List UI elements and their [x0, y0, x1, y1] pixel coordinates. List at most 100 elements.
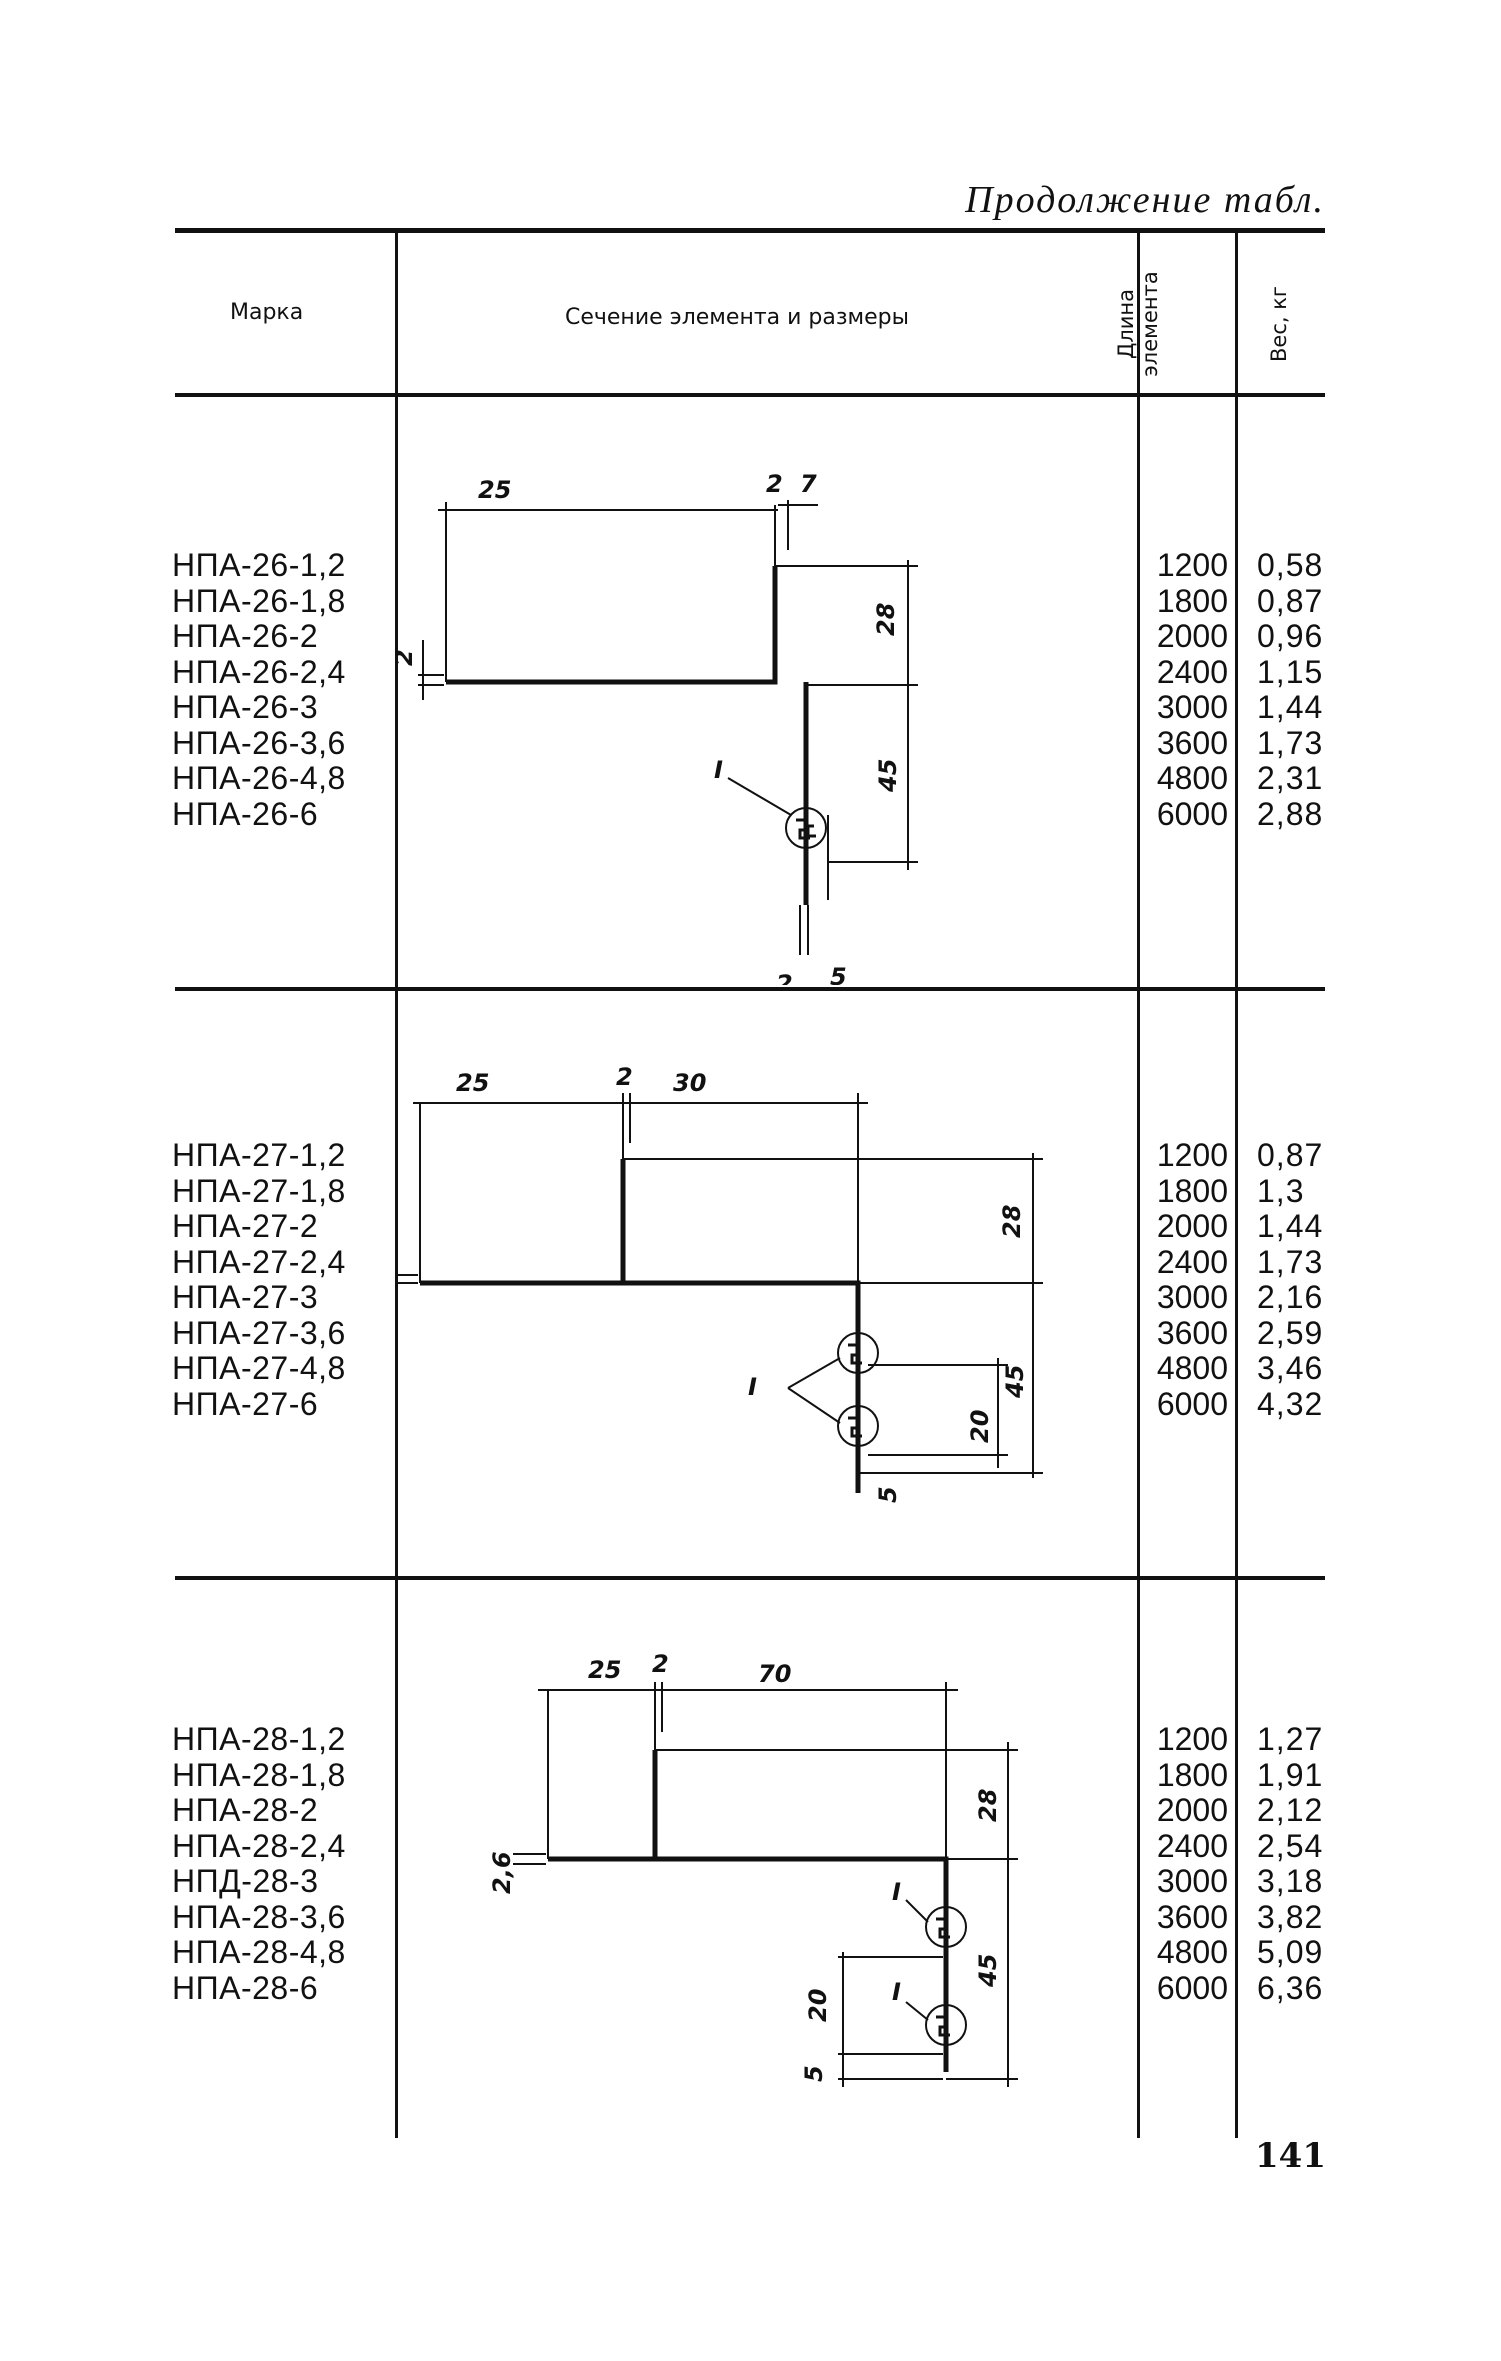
row2-dim-h2: 45 [1001, 1365, 1029, 1399]
row1-weight: 2,88 [1257, 795, 1324, 832]
row3-mark: НПА-28-1,8 [172, 1756, 346, 1793]
row1-weight: 1,44 [1257, 689, 1324, 725]
row3-detail-ref-2: I [892, 1978, 901, 2006]
row2-detail-circle-1 [837, 1332, 879, 1374]
row1-lengths: 1200 1800 2000 2400 3000 3600 4800 6000 [1140, 547, 1228, 832]
row3-mark: НПА-28-3,6 [172, 1898, 346, 1935]
row2-weight: 1,3 [1257, 1172, 1305, 1209]
row1-length: 1200 [1156, 547, 1228, 583]
row2-mark: НПА-27-2,4 [172, 1243, 346, 1280]
row2-mark: НПА-27-1,8 [172, 1172, 346, 1209]
row2-weight: 1,73 [1257, 1243, 1324, 1280]
row3-detail-circle-1 [925, 1906, 967, 1948]
row2-mark: НПА-27-4,8 [172, 1350, 346, 1386]
row1-weight: 2,31 [1257, 760, 1324, 796]
row1-mark: НПА-26-3,6 [172, 724, 346, 761]
row1-dim-a: 25 [478, 476, 511, 504]
row3-weight: 1,27 [1257, 1721, 1324, 1757]
row3-profile [652, 1750, 949, 2072]
row1-weight: 1,15 [1257, 653, 1324, 690]
row2-dim-mid: 20 [966, 1410, 994, 1443]
row1-weight: 0,58 [1257, 547, 1324, 583]
row3-weight: 1,91 [1257, 1756, 1324, 1793]
header-length-line1: Длина [1114, 288, 1138, 360]
column-divider-1 [395, 233, 398, 2138]
row2-marks: НПА-27-1,2 НПА-27-1,8 НПА-27-2 НПА-27-2,… [172, 1137, 346, 1422]
row2-dim-a: 25 [456, 1069, 489, 1097]
row3-weight: 3,18 [1257, 1863, 1324, 1899]
row3-dim-mid: 20 [804, 1989, 832, 2022]
row1-dim-lip: 5 [830, 963, 847, 985]
row2-mark: НПА-27-6 [172, 1385, 319, 1422]
row3-length: 3000 [1156, 1863, 1228, 1899]
row1-mark: НПА-26-2,4 [172, 653, 346, 690]
row1-mark: НПА-26-1,2 [172, 547, 346, 583]
row1-length: 2000 [1156, 618, 1228, 654]
row3-dim-b: 2 [652, 1650, 669, 1678]
row3-mark: НПА-28-2 [172, 1792, 319, 1828]
row3-detail-ref-1: I [892, 1878, 901, 1906]
row2-length: 3600 [1156, 1314, 1228, 1351]
row3-weight: 2,12 [1257, 1792, 1324, 1828]
table-top-rule [175, 228, 1325, 233]
row1-length: 4800 [1156, 760, 1228, 796]
row3-weight: 3,82 [1257, 1898, 1324, 1935]
row1-dim-t: 2 [398, 649, 418, 666]
row3-length: 6000 [1156, 1969, 1228, 2006]
row3-length: 3600 [1156, 1898, 1228, 1935]
row3-dim-h1: 28 [974, 1789, 1002, 1822]
row3-length: 4800 [1156, 1934, 1228, 1970]
row2-length: 6000 [1156, 1385, 1228, 1422]
row2-length: 1200 [1156, 1137, 1228, 1173]
row3-length: 2400 [1156, 1827, 1228, 1864]
row2-section-drawing: 25 2 30 28 2 45 20 5 I [398, 1063, 1043, 1503]
row-divider-2 [175, 1576, 1325, 1580]
row1-length: 2400 [1156, 653, 1228, 690]
row2-length: 2000 [1156, 1208, 1228, 1244]
row3-dim-lip: 5 [800, 2065, 828, 2082]
row3-weight: 6,36 [1257, 1969, 1324, 2006]
row3-weights: 1,27 1,91 2,12 2,54 3,18 3,82 5,09 6,36 [1257, 1721, 1324, 2006]
row2-weight: 0,87 [1257, 1137, 1324, 1173]
row3-mark: НПА-28-4,8 [172, 1934, 346, 1970]
row3-mark: НПА-28-2,4 [172, 1827, 346, 1864]
row1-dim-h1: 28 [872, 603, 900, 636]
row2-weight: 4,32 [1257, 1385, 1324, 1422]
row1-mark: НПА-26-3 [172, 689, 319, 725]
header-weight: Вес, кг [1267, 286, 1291, 362]
row3-section-drawing: 25 2 70 28 2,6 45 20 5 I I [488, 1650, 1018, 2087]
row1-length: 1800 [1156, 582, 1228, 619]
header-mark: Марка [230, 300, 304, 325]
row2-weights: 0,87 1,3 1,44 1,73 2,16 2,59 3,46 4,32 [1257, 1137, 1324, 1422]
row3-dim-a: 25 [588, 1656, 621, 1684]
row2-dim-lip: 5 [874, 1486, 902, 1503]
row3-mark: НПД-28-3 [172, 1863, 319, 1899]
row2-profile [620, 1159, 861, 1493]
row2-mark: НПА-27-2 [172, 1208, 319, 1244]
row1-mark: НПА-26-6 [172, 795, 319, 832]
column-divider-3 [1235, 233, 1238, 2138]
row2-dim-b: 2 [616, 1063, 633, 1091]
row3-dim-h2: 45 [974, 1954, 1002, 1988]
row1-detail-circle [785, 807, 827, 849]
row1-detail-ref: I [714, 756, 723, 784]
row3-length: 2000 [1156, 1792, 1228, 1828]
row1-length: 3600 [1156, 724, 1228, 761]
row3-weight: 5,09 [1257, 1934, 1324, 1970]
column-divider-2 [1137, 233, 1140, 2138]
row3-lengths: 1200 1800 2000 2400 3000 3600 4800 6000 [1140, 1721, 1228, 2006]
header-bottom-rule [175, 393, 1325, 397]
row3-dim-c: 70 [758, 1660, 791, 1688]
row2-weight: 2,59 [1257, 1314, 1324, 1351]
row2-weight: 1,44 [1257, 1208, 1324, 1244]
row2-dim-h1: 28 [998, 1205, 1026, 1238]
header-length-line2: элемента [1138, 271, 1162, 377]
row2-weight: 2,16 [1257, 1279, 1324, 1315]
row2-dim-c: 30 [673, 1069, 706, 1097]
row1-length: 3000 [1156, 689, 1228, 725]
row3-mark: НПА-28-1,2 [172, 1721, 346, 1757]
row1-weight: 0,87 [1257, 582, 1324, 619]
row1-dim-bottom: 2 [776, 970, 793, 985]
row2-mark: НПА-27-3,6 [172, 1314, 346, 1351]
row1-dim-h2: 45 [874, 759, 902, 793]
